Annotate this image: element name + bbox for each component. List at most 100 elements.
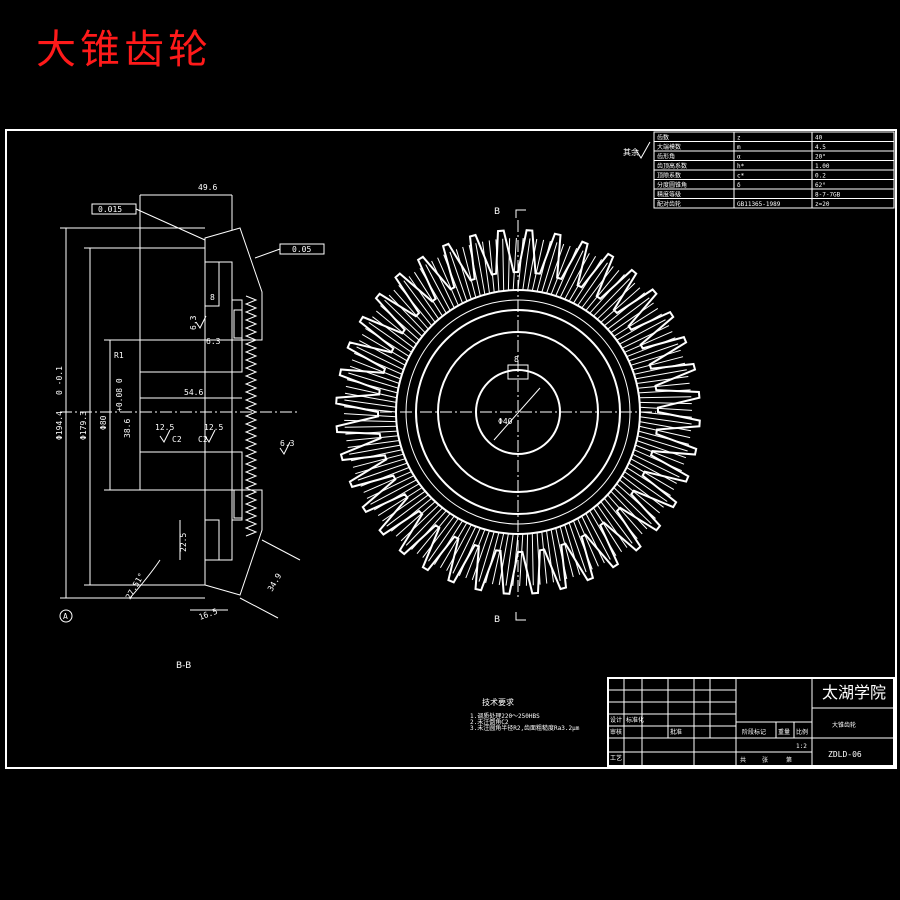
tooth-line	[512, 533, 519, 586]
tooth-line	[613, 487, 652, 525]
tooth-line	[519, 533, 524, 587]
tooth-line	[458, 527, 481, 577]
tooth-line	[572, 259, 603, 304]
tooth-line	[577, 262, 608, 306]
title-block: 太湖学院 大锥齿轮 ZDLD-06 1:2 设计 审核 工艺 标准化 批准 阶段…	[607, 677, 895, 767]
tooth-line	[593, 507, 623, 553]
label-approve: 批准	[670, 728, 682, 736]
tooth-line	[639, 421, 692, 432]
tooth-line	[572, 520, 593, 570]
tooth-line	[377, 487, 423, 517]
tooth-line	[593, 278, 631, 317]
tooth-line	[603, 497, 638, 540]
scale: 1:2	[796, 743, 807, 750]
drawing-frame	[5, 129, 897, 769]
tooth-line	[639, 401, 692, 405]
param-cell-1-0: 大端模数	[657, 143, 681, 151]
tooth-line	[360, 466, 410, 487]
tooth-line	[353, 352, 403, 375]
tooth-line	[607, 297, 650, 330]
dim-dia-outer: Φ194.4	[55, 411, 64, 440]
param-cell-0-1: z	[737, 135, 741, 142]
label-stage: 阶段标记	[742, 728, 766, 736]
tooth-line	[422, 515, 455, 558]
tooth-line	[585, 513, 611, 560]
tooth-line	[639, 411, 692, 418]
tooth-line	[395, 501, 436, 537]
tooth-line	[555, 527, 568, 580]
tooth-line	[400, 504, 440, 542]
tooth-line	[388, 294, 426, 334]
label-review: 审核	[610, 728, 622, 736]
tooth-line	[559, 526, 574, 578]
tooth-line	[491, 533, 505, 585]
tooth-line	[637, 382, 690, 389]
tech-line-1: 1.调质处理220～250HBS	[470, 712, 540, 720]
tooth-line	[630, 458, 677, 484]
tooth-line	[350, 449, 403, 462]
tech-line-3: 3.未注圆角半径R2,齿面粗糙度Ra3.2μm	[470, 724, 580, 732]
tooth-line	[639, 416, 692, 425]
tooth-line	[630, 349, 681, 366]
tooth-line	[344, 392, 397, 403]
tooth-line	[403, 280, 436, 323]
tooth-line	[478, 531, 495, 582]
section-mark-bottom: B	[494, 615, 500, 625]
tooth-line	[600, 287, 641, 323]
dim-dia-pitch: Φ179.3	[79, 411, 88, 440]
tooth-line	[413, 271, 443, 317]
tooth-line	[443, 254, 464, 304]
tooth-line	[638, 389, 691, 394]
datum-a: A	[63, 612, 68, 621]
tooth-line	[636, 440, 687, 459]
tooth-line	[425, 264, 451, 311]
bore-label: Φ40	[498, 417, 513, 426]
tech-title: 技术要求	[482, 697, 514, 707]
tooth-line	[505, 533, 514, 586]
tooth-line	[531, 239, 545, 291]
tooth-line	[449, 251, 468, 302]
tooth-line	[345, 430, 398, 435]
tooth-line	[352, 453, 404, 468]
tooth-outline	[335, 229, 701, 595]
tooth-line	[390, 497, 433, 532]
tooth-line	[512, 237, 517, 291]
dim-dia-hub: Φ80	[99, 415, 108, 430]
tooth-line	[522, 238, 531, 291]
param-cell-6-0: 精度等级	[657, 191, 681, 199]
tooth-line	[596, 282, 636, 320]
tooth-line	[498, 533, 509, 586]
tooth-line	[600, 501, 633, 544]
tooth-line	[564, 524, 581, 575]
param-cell-5-0: 分度圆锥角	[657, 181, 687, 189]
dim-22: 22.5	[179, 533, 188, 552]
dim-16: 16.5	[198, 607, 219, 622]
tooth-line	[619, 319, 666, 345]
tooth-line	[626, 466, 671, 497]
tooth-line	[355, 458, 406, 475]
front-view: Φ40 8 B B	[335, 207, 701, 625]
tooth-line	[344, 406, 397, 413]
key-label: 8	[514, 355, 519, 364]
tooth-line	[344, 425, 397, 428]
tooth-line	[527, 238, 538, 291]
param-cell-2-1: α	[737, 154, 741, 161]
dim-34: 34.9	[266, 572, 284, 593]
rough-6-b: 6.3	[189, 315, 198, 330]
tooth-line	[357, 462, 408, 481]
tooth-line	[637, 435, 688, 452]
dim-width-top: 49.6	[198, 183, 217, 192]
tooth-line	[346, 379, 398, 394]
tooth-line	[462, 246, 477, 298]
tooth-line	[368, 322, 412, 353]
tooth-line	[596, 504, 628, 548]
tooth-line	[541, 531, 548, 584]
tooth-line	[455, 249, 472, 300]
param-cell-1-1: m	[737, 144, 741, 151]
tooth-line	[370, 479, 417, 505]
label-design: 设计	[610, 716, 622, 724]
tech-line-2: 2.未注倒角C2	[470, 718, 509, 726]
tooth-line	[428, 518, 459, 562]
school-name: 太湖学院	[822, 683, 886, 702]
tooth-line	[621, 475, 664, 508]
